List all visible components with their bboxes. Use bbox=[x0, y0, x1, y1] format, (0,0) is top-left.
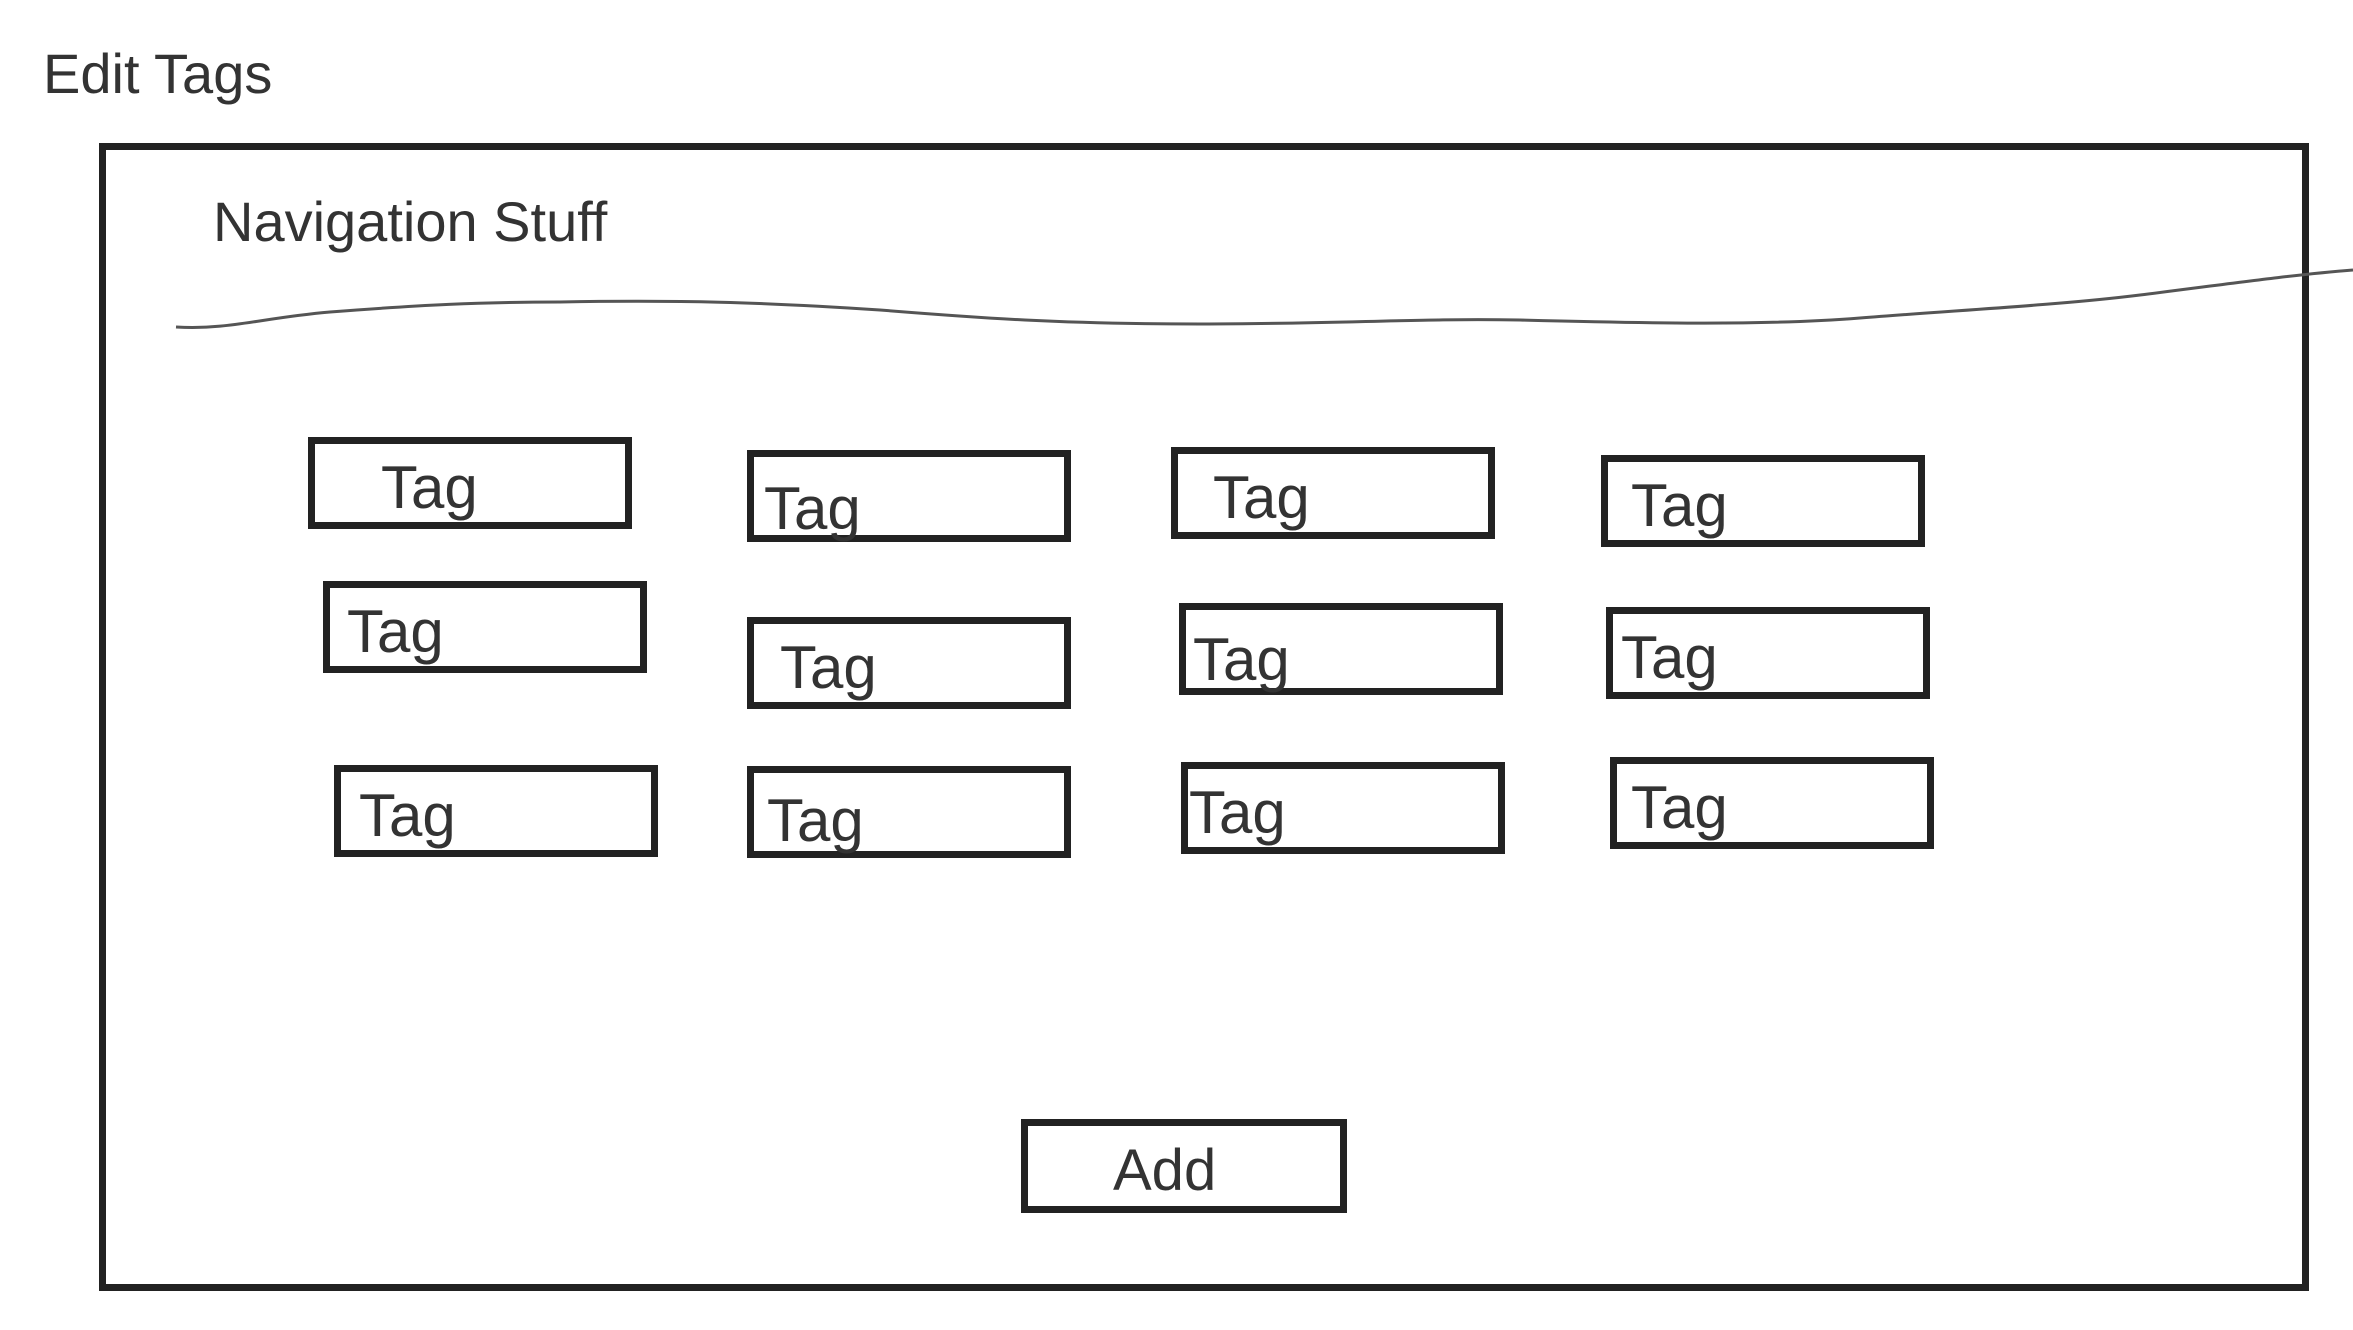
edit-tags-panel bbox=[99, 143, 2309, 1291]
tag-label: Tag bbox=[1213, 464, 1310, 531]
tag-label: Tag bbox=[767, 787, 864, 854]
tag-chip[interactable]: Tag bbox=[1601, 455, 1925, 547]
tag-label: Tag bbox=[780, 634, 877, 701]
tag-label: Tag bbox=[764, 475, 861, 542]
tag-label: Tag bbox=[1621, 624, 1718, 691]
tag-chip[interactable]: Tag bbox=[323, 581, 647, 673]
tag-chip[interactable]: Tag bbox=[1610, 757, 1934, 849]
tag-label: Tag bbox=[381, 454, 478, 521]
navigation-heading: Navigation Stuff bbox=[213, 190, 608, 253]
add-button-label: Add bbox=[1113, 1138, 1217, 1203]
tag-chip[interactable]: Tag bbox=[747, 766, 1071, 858]
tag-chip[interactable]: Tag bbox=[747, 450, 1071, 542]
tag-label: Tag bbox=[359, 782, 456, 849]
tag-label: Tag bbox=[1193, 626, 1290, 693]
tag-label: Tag bbox=[1189, 779, 1286, 846]
tag-chip[interactable]: Tag bbox=[1181, 762, 1505, 854]
tag-chip[interactable]: Tag bbox=[1171, 447, 1495, 539]
tag-label: Tag bbox=[1631, 774, 1728, 841]
tag-label: Tag bbox=[1631, 472, 1728, 539]
tag-chip[interactable]: Tag bbox=[334, 765, 658, 857]
tag-chip[interactable]: Tag bbox=[1179, 603, 1503, 695]
tag-chip[interactable]: Tag bbox=[747, 617, 1071, 709]
tag-label: Tag bbox=[347, 598, 444, 665]
page-title: Edit Tags bbox=[43, 42, 273, 105]
add-button[interactable]: Add bbox=[1021, 1119, 1347, 1213]
tag-chip[interactable]: Tag bbox=[1606, 607, 1930, 699]
tag-chip[interactable]: Tag bbox=[308, 437, 632, 529]
